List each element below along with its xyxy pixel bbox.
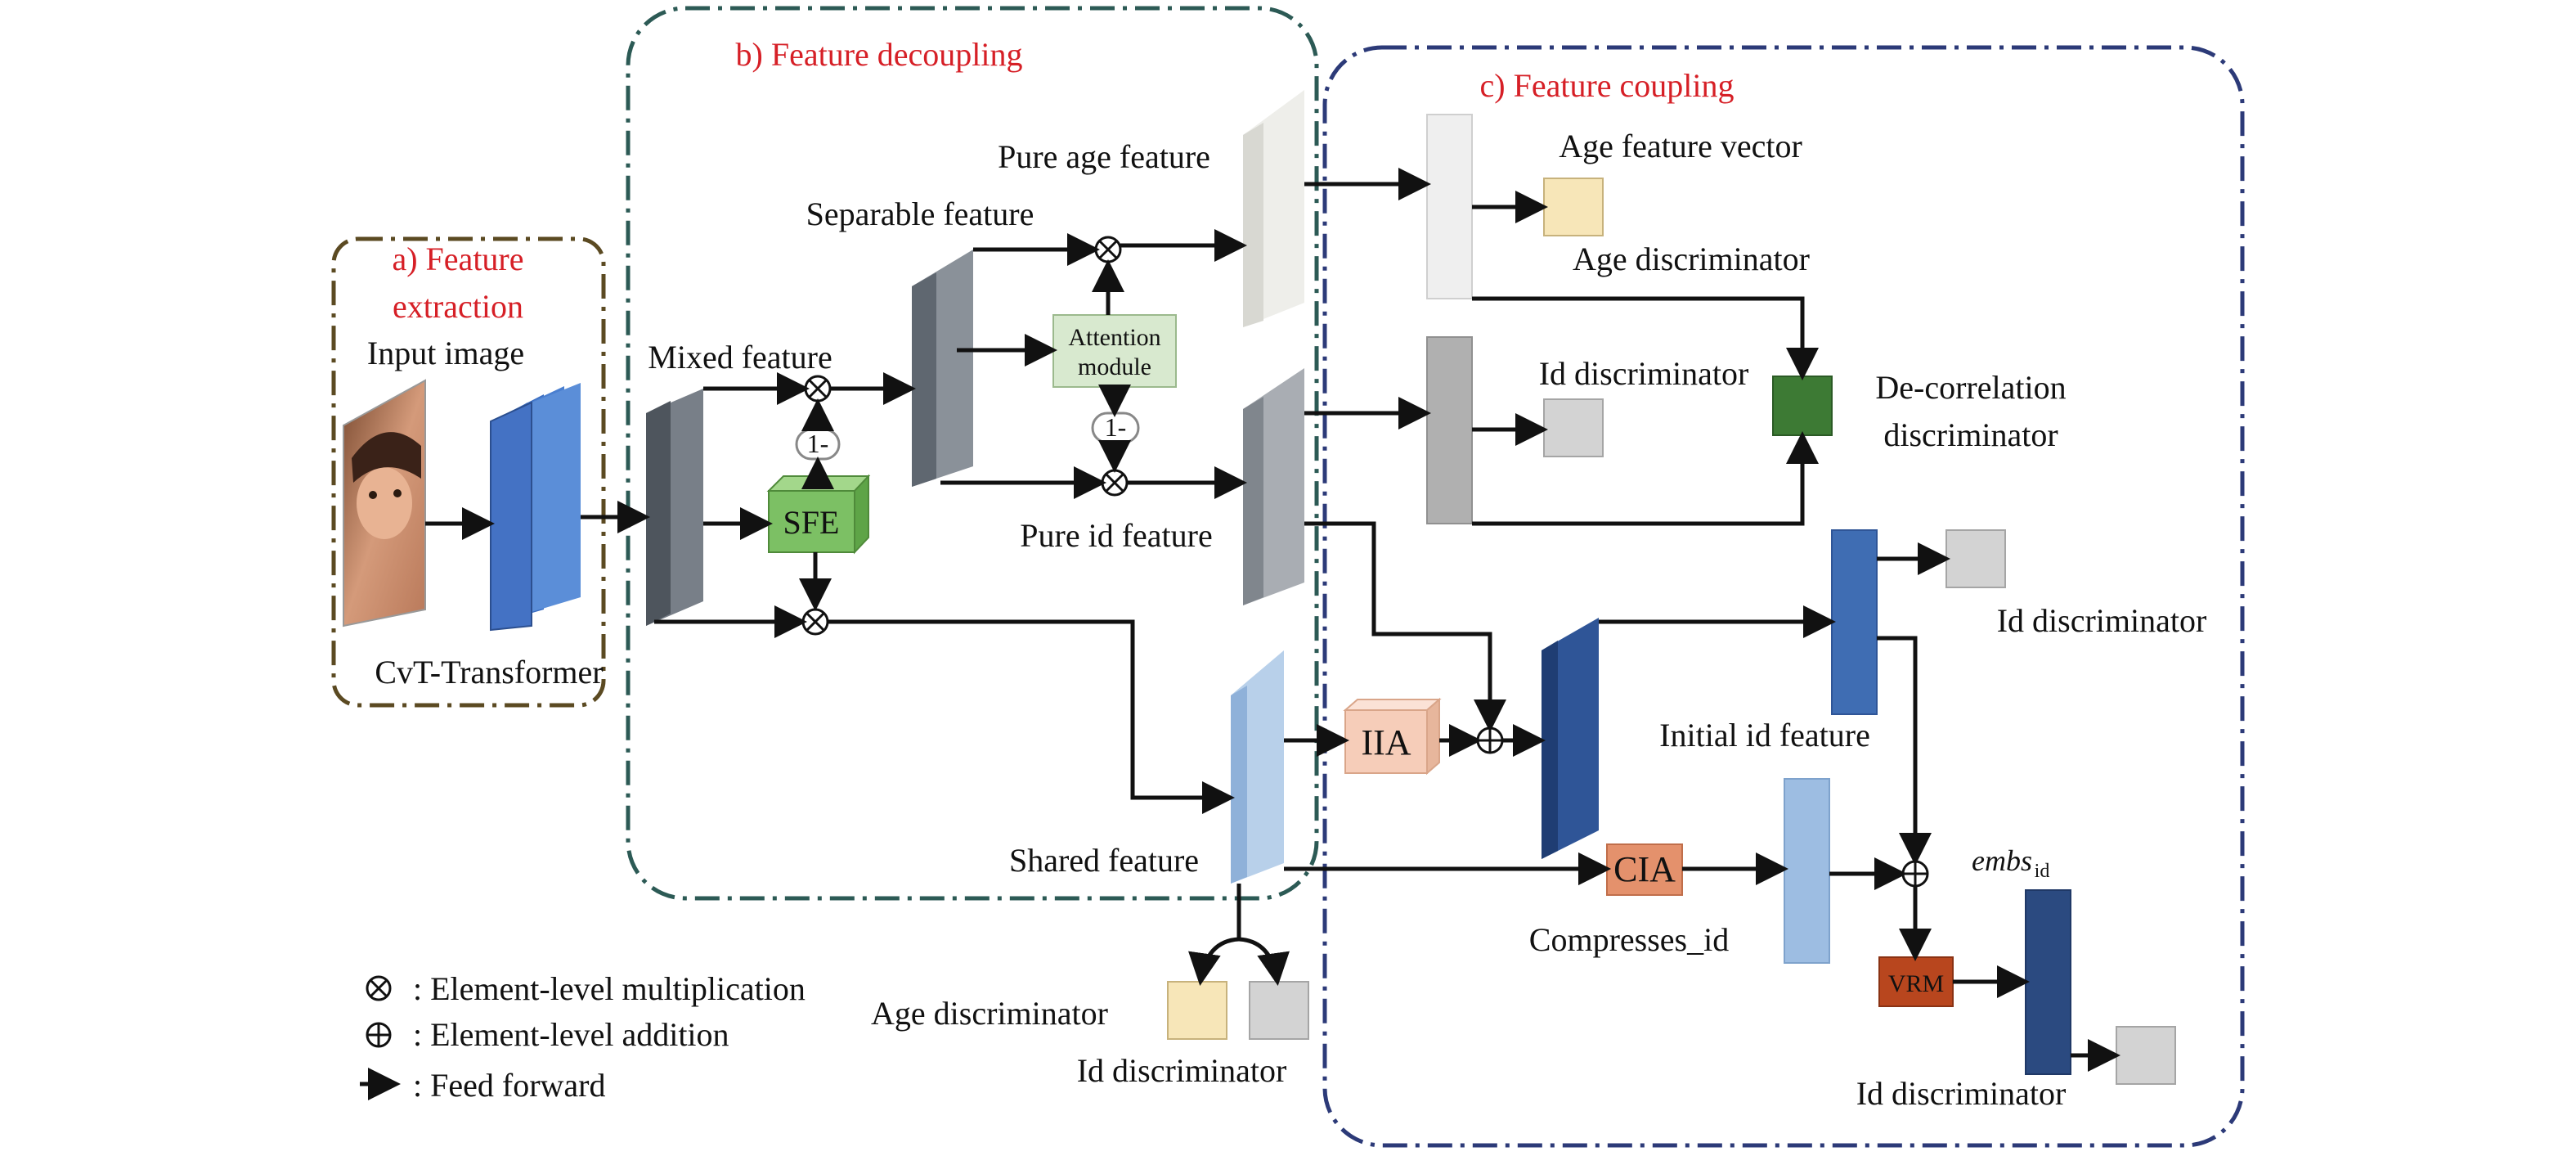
attention-module-label-line1: Attention [1068, 324, 1160, 351]
id-discriminator-shared [1249, 981, 1309, 1040]
id-discriminator-mid-label: Id discriminator [1539, 355, 1749, 392]
multiply-symbol-mixed [804, 375, 832, 403]
section-title-decoupling: b) Feature decoupling [736, 36, 1023, 73]
shared-feature-label: Shared feature [1009, 842, 1199, 879]
id-discriminator-right-label: Id discriminator [1997, 602, 2207, 639]
input-image-label: Input image [367, 335, 524, 371]
attention-module-label-line2: module [1078, 353, 1151, 380]
mixed-feature-label: Mixed feature [648, 339, 832, 376]
age-discriminator-bottom [1167, 981, 1227, 1040]
shared-feature-block [1231, 650, 1284, 884]
pure-id-feature-label: Pure id feature [1020, 517, 1212, 554]
legend-add-icon [366, 1022, 392, 1048]
decorrelation-discriminator [1772, 376, 1833, 436]
one-minus-label-sfe: 1- [807, 429, 829, 458]
sfe-module [766, 474, 871, 555]
legend-forward-label: : Feed forward [413, 1067, 605, 1104]
id-discriminator-shared-label: Id discriminator [1077, 1052, 1287, 1089]
combined-id-block [1542, 618, 1599, 859]
cia-label: CIA [1613, 849, 1676, 889]
section-title-extraction-line2: extraction [393, 288, 523, 325]
legend-multiply-icon [366, 975, 392, 1001]
age-discriminator-top [1543, 178, 1604, 236]
initial-id-feature-block [1831, 529, 1878, 715]
decorrelation-label-line2: discriminator [1883, 416, 2058, 453]
embs-subscript: id [2035, 861, 2050, 882]
add-symbol-right [1901, 860, 1929, 888]
sfe-label: SFE [783, 504, 840, 541]
section-title-extraction: a) Feature [392, 241, 523, 277]
age-feature-vector-block [1426, 114, 1473, 299]
legend: : Element-level multiplication : Element… [360, 970, 806, 1104]
feature-decoupling-border [626, 6, 1319, 901]
legend-add-label: : Element-level addition [413, 1016, 729, 1053]
embs-label: embs [1972, 844, 2032, 877]
embs-id-block [2025, 889, 2071, 1075]
pure-id-feature-block [1243, 368, 1304, 605]
initial-id-feature-label: Initial id feature [1659, 717, 1870, 753]
age-discriminator-bottom-label: Age discriminator [871, 995, 1108, 1032]
pure-age-feature-block [1243, 90, 1304, 327]
cia-module [1606, 843, 1683, 896]
iia-label: IIA [1361, 722, 1411, 762]
id-feature-vector-block [1426, 336, 1473, 524]
one-minus-label-attention: 1- [1105, 412, 1127, 442]
pure-age-feature-label: Pure age feature [998, 138, 1210, 175]
compresses-id-block [1784, 778, 1830, 964]
multiply-symbol-id [1101, 469, 1129, 497]
cvt-transformer-block [490, 383, 581, 632]
multiply-symbol-shared [801, 608, 829, 636]
id-discriminator-mid [1543, 398, 1604, 457]
vrm-module [1878, 956, 1954, 1007]
id-discriminator-right [1945, 529, 2006, 588]
add-symbol-iia [1476, 726, 1504, 754]
input-face-image [343, 379, 426, 627]
mixed-feature-block [646, 389, 703, 626]
section-title-coupling: c) Feature coupling [1480, 67, 1735, 104]
id-discriminator-bottom-label: Id discriminator [1856, 1075, 2067, 1112]
cvt-transformer-label: CvT-Transformer [375, 654, 603, 690]
multiply-symbol-age [1094, 236, 1122, 263]
separable-feature-label: Separable feature [806, 196, 1034, 232]
attention-module [1052, 314, 1177, 388]
vrm-label: VRM [1888, 970, 1944, 997]
feature-coupling-border [1322, 45, 2245, 1148]
decorrelation-label-line1: De-correlation [1875, 369, 2066, 406]
feature-extraction-border [331, 236, 606, 708]
id-discriminator-bottom [2116, 1026, 2176, 1085]
age-discriminator-top-label: Age discriminator [1573, 241, 1810, 277]
age-feature-vector-label: Age feature vector [1559, 128, 1802, 164]
separable-feature-block [912, 250, 973, 487]
compresses-id-label: Compresses_id [1529, 921, 1729, 958]
legend-multiply-label: : Element-level multiplication [413, 970, 806, 1007]
connection-arrows [425, 168, 2120, 1072]
